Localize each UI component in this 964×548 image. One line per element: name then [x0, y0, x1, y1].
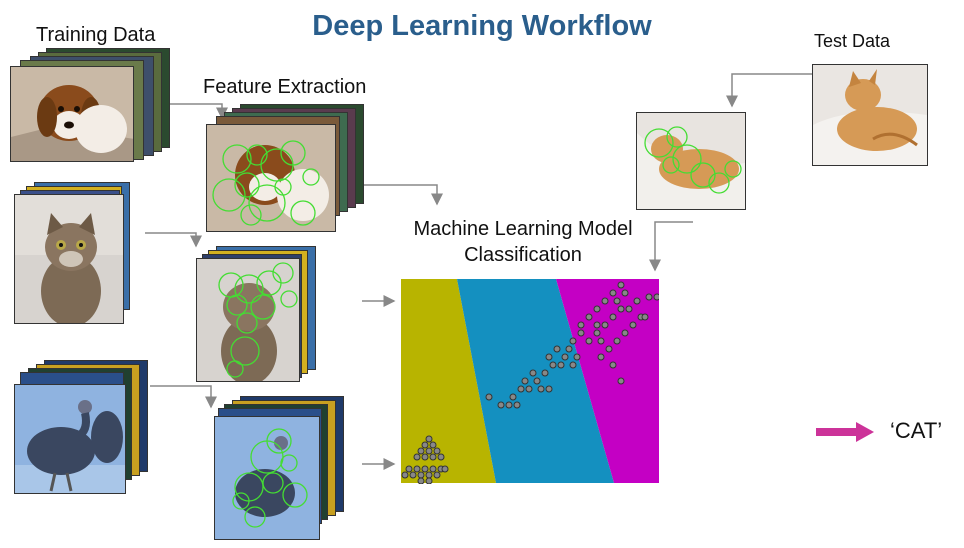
data-point	[645, 293, 653, 301]
data-point	[529, 369, 537, 377]
data-point	[609, 313, 617, 321]
cat-photo-icon	[14, 194, 124, 324]
data-point	[621, 329, 629, 337]
data-point	[601, 321, 609, 329]
data-point	[553, 345, 561, 353]
region-left	[401, 279, 496, 483]
data-point	[597, 337, 605, 345]
data-point	[425, 477, 433, 484]
data-point	[545, 353, 553, 361]
data-point	[497, 401, 505, 409]
data-point	[425, 447, 433, 455]
model-label-line1: Machine Learning Model	[413, 218, 633, 240]
data-point	[417, 447, 425, 455]
data-point	[593, 305, 601, 313]
data-point	[433, 447, 441, 455]
model-label-line2: Classification	[464, 244, 582, 266]
data-point	[525, 385, 533, 393]
result-label: ‘CAT’	[890, 418, 943, 443]
data-point	[613, 297, 621, 305]
data-point	[401, 471, 409, 479]
data-point	[613, 337, 621, 345]
test-data-label: Test Data	[814, 31, 891, 51]
turkey-photo-icon	[14, 384, 126, 494]
data-point	[521, 377, 529, 385]
data-point	[633, 297, 641, 305]
data-point	[405, 465, 413, 473]
turkey-features-photo-icon	[214, 416, 320, 540]
cat-features-photo-icon	[196, 258, 300, 382]
feature-extraction-label: Feature Extraction	[203, 76, 367, 98]
data-point	[409, 471, 417, 479]
data-point	[617, 377, 625, 385]
data-point	[517, 385, 525, 393]
data-point	[585, 313, 593, 321]
cat-test-features-photo-icon	[636, 112, 746, 210]
data-point	[537, 385, 545, 393]
data-point	[621, 289, 629, 297]
data-point	[557, 361, 565, 369]
training-data-label: Training Data	[36, 24, 156, 46]
data-point	[433, 471, 441, 479]
data-point	[425, 471, 433, 479]
data-point	[605, 345, 613, 353]
data-point	[629, 321, 637, 329]
data-point	[513, 401, 521, 409]
data-point	[561, 353, 569, 361]
dog-photo-icon	[10, 66, 134, 162]
data-point	[533, 377, 541, 385]
data-point	[421, 441, 429, 449]
data-point	[565, 345, 573, 353]
data-point	[593, 329, 601, 337]
result-arrow-icon	[816, 422, 874, 442]
cat-test-photo-icon	[812, 64, 928, 166]
data-point	[641, 313, 649, 321]
data-point	[545, 385, 553, 393]
diagram-title: Deep Learning Workflow	[312, 10, 652, 42]
data-point	[577, 329, 585, 337]
data-point	[421, 465, 429, 473]
data-point	[505, 401, 513, 409]
data-point	[417, 471, 425, 479]
data-points	[401, 281, 659, 484]
data-point	[617, 281, 625, 289]
data-point	[429, 465, 437, 473]
data-point	[653, 293, 659, 301]
data-point	[509, 393, 517, 401]
data-point	[597, 353, 605, 361]
data-point	[609, 361, 617, 369]
data-point	[601, 297, 609, 305]
data-point	[541, 369, 549, 377]
data-point	[429, 441, 437, 449]
data-point	[549, 361, 557, 369]
data-point	[573, 353, 581, 361]
data-point	[569, 337, 577, 345]
data-point	[609, 289, 617, 297]
data-point	[625, 305, 633, 313]
data-point	[577, 321, 585, 329]
data-point	[413, 453, 421, 461]
data-point	[441, 465, 449, 473]
data-point	[585, 337, 593, 345]
data-point	[417, 477, 425, 484]
data-point	[421, 453, 429, 461]
data-point	[569, 361, 577, 369]
data-point	[617, 305, 625, 313]
data-point	[429, 453, 437, 461]
data-point	[413, 465, 421, 473]
classification-plot	[401, 279, 659, 484]
dog-features-photo-icon	[206, 124, 336, 232]
gray-arrow-lines	[140, 73, 812, 470]
data-point	[593, 321, 601, 329]
data-point	[437, 453, 445, 461]
data-point	[485, 393, 493, 401]
data-point	[425, 435, 433, 443]
